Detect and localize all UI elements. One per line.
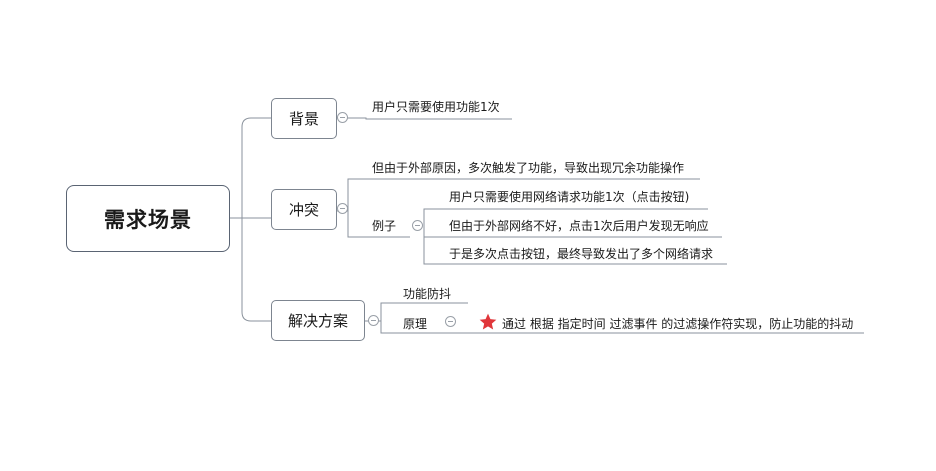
collapse-icon[interactable] [337,203,348,214]
conflict-item: 但由于外部原因，多次触发了功能，导致出现冗余功能操作 [372,161,685,175]
collapse-icon[interactable] [368,315,379,326]
principle-label[interactable]: 原理 [403,317,428,331]
branch-solution[interactable]: 解决方案 [271,300,365,341]
solution-item: 功能防抖 [403,287,452,301]
example-label[interactable]: 例子 [372,219,397,233]
collapse-icon[interactable] [337,112,348,123]
root-label: 需求场景 [104,207,192,232]
example-item-1: 用户只需要使用网络请求功能1次（点击按钮) [449,190,690,204]
branch-background-label: 背景 [288,110,319,128]
collapse-icon[interactable] [412,220,423,231]
branch-solution-label: 解决方案 [287,312,348,330]
root-node[interactable]: 需求场景 [66,185,230,252]
branch-conflict-label: 冲突 [288,201,319,219]
branch-background[interactable]: 背景 [271,98,337,139]
collapse-icon[interactable] [445,316,456,327]
star-icon [479,313,497,330]
example-item-3: 于是多次点击按钮，最终导致发出了多个网络请求 [449,247,714,261]
background-item: 用户只需要使用功能1次 [372,100,500,114]
principle-description: 通过 根据 指定时间 过滤事件 的过滤操作符实现，防止功能的抖动 [502,317,854,331]
branch-conflict[interactable]: 冲突 [271,189,337,230]
example-item-2: 但由于外部网络不好，点击1次后用户发现无响应 [449,219,709,233]
